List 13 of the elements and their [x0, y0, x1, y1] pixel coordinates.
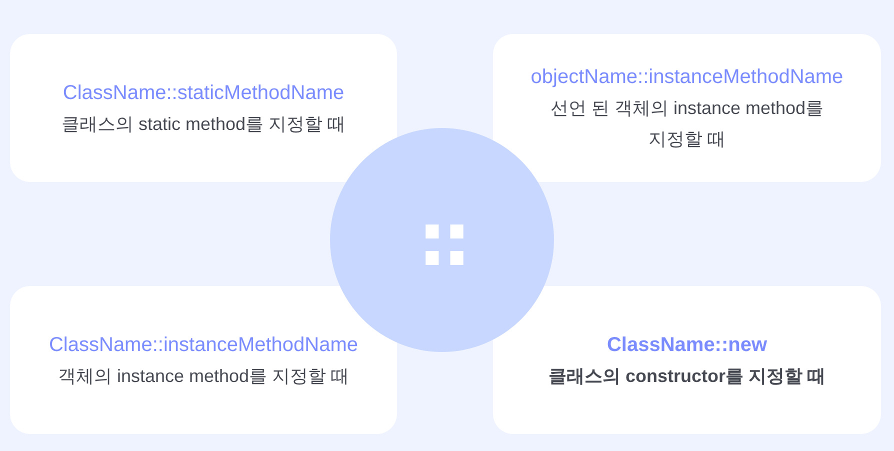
- description-text: 객체의 instance method를 지정할 때: [58, 364, 350, 388]
- method-reference: ClassName::staticMethodName: [62, 80, 344, 106]
- method-reference: ClassName::new: [606, 332, 768, 358]
- info-card: [10, 286, 397, 434]
- description-text: 클래스의 constructor를 지정할 때: [548, 364, 826, 388]
- info-card: [493, 34, 881, 182]
- info-card: [10, 34, 397, 182]
- method-reference: objectName::instanceMethodName: [530, 65, 844, 90]
- operator-symbol: ::: [417, 203, 467, 277]
- info-card: [493, 286, 881, 434]
- description-text: 선언 된 객체의 instance method를 지정할 때: [549, 97, 825, 151]
- method-reference: ClassName::instanceMethodName: [48, 332, 358, 358]
- description-text: 클래스의 static method를 지정할 때: [61, 112, 346, 136]
